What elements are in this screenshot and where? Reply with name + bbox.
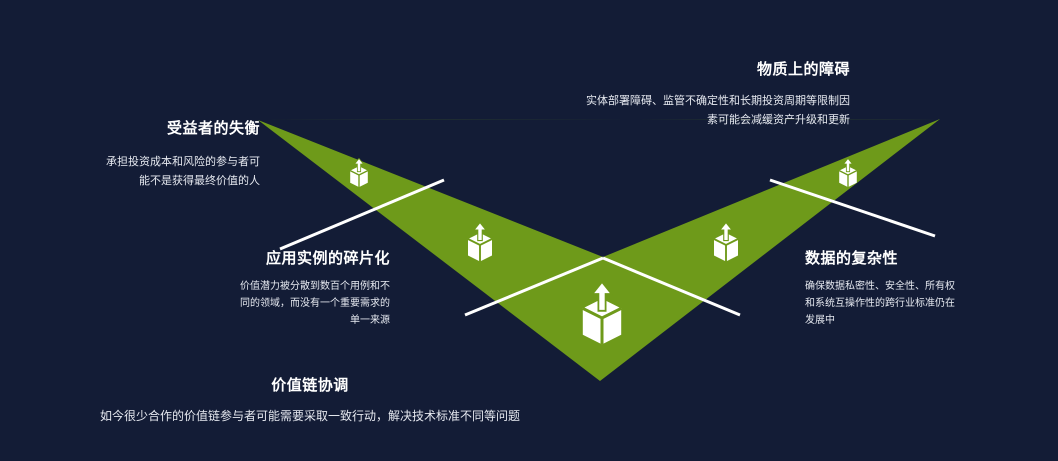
data-complexity-desc-line: 发展中 [805, 315, 835, 326]
data-complexity-desc: 确保数据私密性、安全性、所有权 和系统互操作性的跨行业标准仍在 发展中 [805, 278, 1005, 329]
box-upload-icon [582, 280, 622, 345]
physical-barriers-block: 物质上的障碍 实体部署障碍、监管不确定性和长期投资周期等限制因 素可能会减缓资产… [530, 59, 850, 129]
data-complexity-desc-line: 和系统互操作性的跨行业标准仍在 [805, 298, 955, 309]
divider-line-center-right [602, 256, 741, 317]
physical-barriers-desc: 实体部署障碍、监管不确定性和长期投资周期等限制因 素可能会减缓资产升级和更新 [530, 91, 850, 129]
data-complexity-desc-line: 确保数据私密性、安全性、所有权 [805, 281, 955, 292]
box-upload-icon [467, 221, 493, 262]
v-inner-notch [258, 119, 940, 257]
fragmentation-title: 应用实例的碎片化 [265, 249, 390, 267]
box-upload-icon [838, 157, 858, 188]
box-upload-icon [713, 221, 739, 262]
beneficiaries-desc-line: 承担投资成本和风险的参与者可 [106, 155, 260, 168]
beneficiaries-title: 受益者的失衡 [166, 119, 260, 137]
beneficiaries-desc: 承担投资成本和风险的参与者可 能不是获得最终价值的人 [60, 152, 260, 190]
value-chain-coordination-title: 价值链协调 [271, 376, 349, 394]
beneficiaries-desc-line: 能不是获得最终价值的人 [139, 174, 260, 187]
box-upload-icon [349, 157, 369, 188]
fragmentation-desc-line: 价值潜力被分散到数百个用例和不 [240, 281, 390, 292]
fragmentation-desc-line: 单一来源 [350, 315, 390, 326]
value-chain-coordination-block: 价值链协调 如今很少合作的价值链参与者可能需要采取一致行动，解决技术标准不同等问… [60, 375, 560, 426]
data-complexity-title: 数据的复杂性 [805, 249, 899, 267]
data-complexity-block: 数据的复杂性 确保数据私密性、安全性、所有权 和系统互操作性的跨行业标准仍在 发… [805, 248, 1005, 329]
beneficiaries-block: 受益者的失衡 承担投资成本和风险的参与者可 能不是获得最终价值的人 [60, 118, 260, 190]
physical-barriers-desc-line: 素可能会减缓资产升级和更新 [707, 113, 850, 126]
fragmentation-desc-line: 同的领域，而没有一个重要需求的 [240, 298, 390, 309]
fragmentation-block: 应用实例的碎片化 价值潜力被分散到数百个用例和不 同的领域，而没有一个重要需求的… [210, 248, 390, 329]
value-chain-coordination-desc: 如今很少合作的价值链参与者可能需要采取一致行动，解决技术标准不同等问题 [99, 409, 520, 423]
divider-line-left-top [279, 178, 445, 251]
divider-line-center-left [464, 256, 604, 317]
physical-barriers-desc-line: 实体部署障碍、监管不确定性和长期投资周期等限制因 [586, 94, 850, 107]
divider-line-right-top [769, 178, 936, 238]
physical-barriers-title: 物质上的障碍 [756, 60, 850, 78]
fragmentation-desc: 价值潜力被分散到数百个用例和不 同的领域，而没有一个重要需求的 单一来源 [210, 278, 390, 329]
